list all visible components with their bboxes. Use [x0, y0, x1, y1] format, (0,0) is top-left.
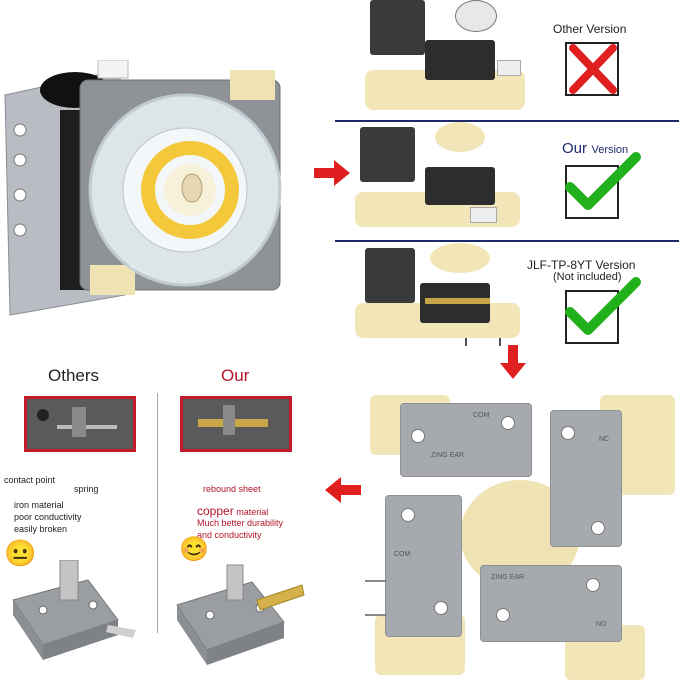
switch-label-com: COM: [473, 412, 490, 419]
our-switch-closeup: [180, 396, 292, 452]
switch-label-no: NO: [596, 621, 607, 628]
our-version-label-main: Our: [562, 140, 588, 157]
jlf-version-note: (Not included): [553, 271, 622, 283]
check-mark-icon: [565, 277, 641, 344]
neutral-face-icon: 😐: [4, 538, 37, 568]
four-microswitch-photo: ZING EAR COM NC COM ZING EAR NO: [365, 385, 679, 685]
other-version-label: Other Version: [553, 22, 627, 36]
switch-label-nc: NC: [599, 436, 610, 443]
others-title: Others: [48, 366, 100, 385]
spring-label: spring: [74, 484, 99, 494]
others-switch-closeup: [24, 396, 136, 452]
durability-label: Much better durability: [197, 518, 284, 528]
contact-point-label: contact point: [4, 475, 56, 485]
arrow-left-icon: [325, 477, 361, 508]
rebound-sheet-label: rebound sheet: [203, 484, 261, 494]
arrow-right-icon: [314, 160, 350, 191]
comparison-divider: [157, 393, 158, 633]
our-title: Our: [221, 366, 250, 385]
copper-word: copper: [197, 504, 234, 518]
our-version-label: Our Version: [562, 140, 628, 158]
poor-conductivity-label: poor conductivity: [14, 512, 82, 522]
switch-label-com: COM: [394, 551, 411, 558]
check-mark-icon: [565, 152, 641, 219]
our-microswitch-photo: [172, 560, 307, 675]
smiling-face-icon: 😊: [179, 536, 209, 563]
section-divider: [335, 120, 679, 122]
easily-broken-label: easily broken: [14, 524, 68, 534]
microswitch-bottom: ZING EAR NO: [480, 565, 622, 642]
joystick-product-photo: [0, 59, 300, 340]
section-divider: [335, 240, 679, 242]
conductivity-label: and conductivity: [197, 530, 262, 540]
microswitch-top: ZING EAR COM: [400, 403, 532, 477]
jlf-version-photo: [355, 243, 525, 348]
iron-material-label: iron material: [14, 500, 64, 510]
microswitch-right: NC: [550, 410, 622, 547]
switch-label-zing-ear: ZING EAR: [431, 452, 465, 459]
our-version-photo: [355, 122, 525, 237]
switch-label-zing-ear: ZING EAR: [491, 574, 525, 581]
copper-material-label: copper material: [197, 504, 268, 518]
copper-rest: material: [233, 507, 269, 517]
others-microswitch-photo: [8, 559, 138, 670]
arrow-down-icon: [500, 345, 526, 384]
jlf-version-label: JLF-TP-8YT Version: [527, 258, 636, 272]
other-version-photo: [360, 0, 530, 115]
cross-mark-icon: [565, 42, 619, 96]
microswitch-left: COM: [385, 495, 462, 637]
our-version-label-suffix: Version: [591, 144, 629, 156]
